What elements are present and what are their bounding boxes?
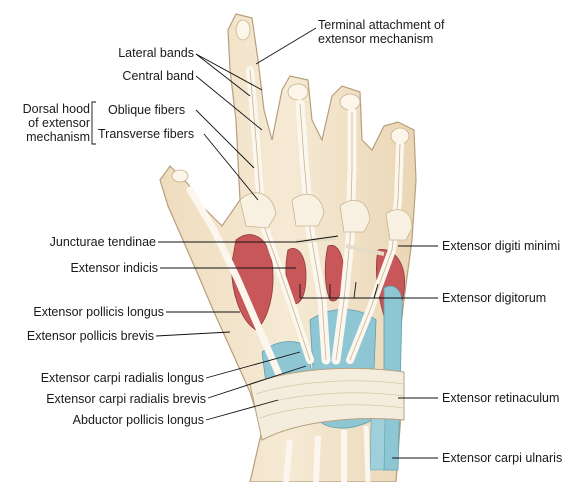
hood-little (385, 209, 413, 241)
label-extensor-digitorum: Extensor digitorum (442, 291, 547, 305)
label-extensor-carpi-radialis-brevis: Extensor carpi radialis brevis (46, 392, 206, 406)
first-dorsal-interosseous (231, 234, 274, 331)
label-extensor-indicis: Extensor indicis (70, 261, 158, 275)
label-transverse-fibers: Transverse fibers (98, 127, 195, 141)
leader-lines (91, 27, 438, 459)
label-dorsal-hood: Dorsal hood of extensor mechanism (22, 102, 90, 144)
hood-ring (339, 199, 371, 233)
label-oblique-fibers: Oblique fibers (108, 103, 186, 117)
label-central-band: Central band (122, 69, 194, 83)
label-extensor-carpi-radialis-longus: Extensor carpi radialis longus (40, 371, 204, 385)
hood-index (239, 192, 277, 229)
ring-nail (339, 93, 361, 111)
label-extensor-retinaculum: Extensor retinaculum (442, 391, 560, 405)
label-extensor-digiti-minimi: Extensor digiti minimi (442, 239, 561, 253)
label-extensor-carpi-ulnaris: Extensor carpi ulnaris (442, 451, 563, 465)
label-juncturae-tendinae: Juncturae tendinae (49, 235, 156, 249)
junctura-2 (345, 244, 385, 256)
label-abductor-pollicis-longus: Abductor pollicis longus (72, 413, 204, 427)
label-lateral-bands: Lateral bands (118, 46, 194, 60)
hood-middle (291, 193, 325, 227)
thumb-nail (171, 169, 189, 183)
label-terminal-attachment: Terminal attachment of extensor mechanis… (318, 18, 445, 46)
index-nail (235, 19, 251, 41)
label-extensor-pollicis-longus: Extensor pollicis longus (33, 305, 164, 319)
middle-nail (287, 83, 309, 101)
label-extensor-pollicis-brevis: Extensor pollicis brevis (26, 329, 154, 343)
